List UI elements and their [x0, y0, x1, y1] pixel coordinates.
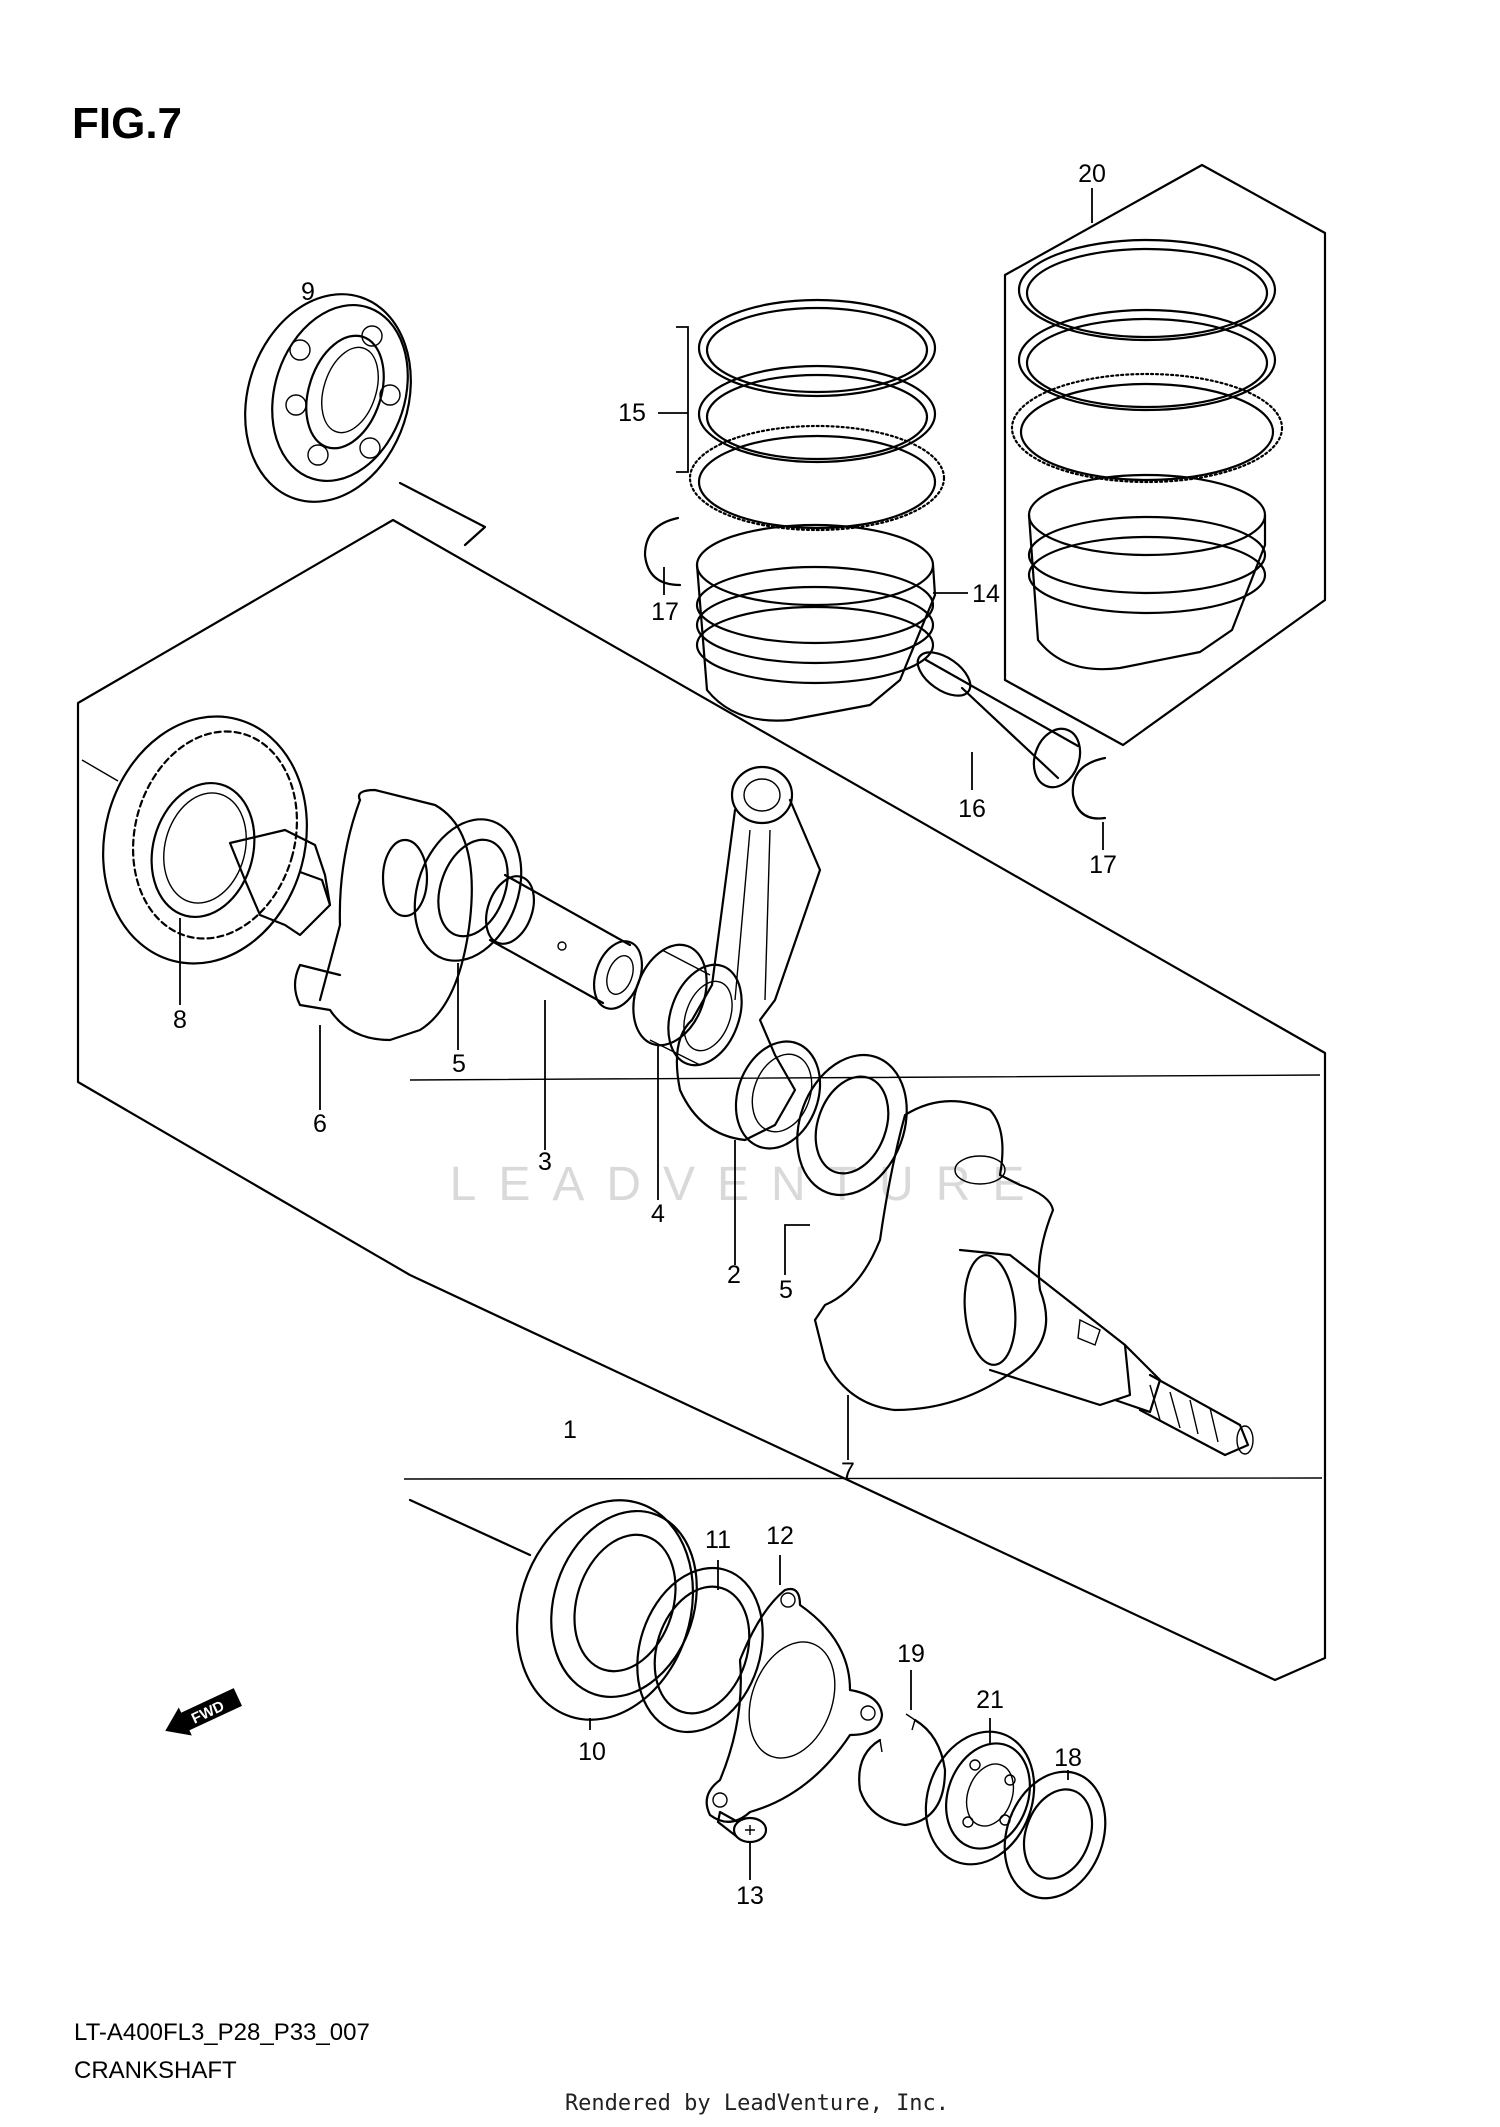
- crank-web-7: [813, 1100, 1254, 1460]
- callout-19: 19: [897, 1640, 925, 1668]
- callout-12: 12: [766, 1522, 794, 1550]
- callout-18: 18: [1054, 1744, 1082, 1772]
- piston-pin-16: [916, 651, 1082, 790]
- watermark: LEADVENTURE: [450, 1158, 1047, 1211]
- callout-10: 10: [578, 1738, 606, 1766]
- ball-bearing-9: [244, 293, 487, 547]
- callout-17-top: 17: [651, 598, 679, 626]
- thrust-washer-5-right: [784, 1053, 908, 1275]
- callout-14: 14: [972, 580, 1000, 608]
- piston-rings-15: [658, 298, 946, 532]
- callout-8: 8: [173, 1006, 187, 1034]
- oil-seal-11: [636, 1560, 764, 1734]
- rendered-by: Rendered by LeadVenture, Inc.: [565, 2091, 949, 2116]
- screw-13: [716, 1810, 768, 1880]
- crank-pin-3: [485, 873, 643, 1150]
- assembly-frame-inner: [77, 706, 1321, 1082]
- piston-set-20: [1010, 188, 1284, 671]
- crank-web-6: [228, 788, 473, 1110]
- callout-17-right: 17: [1089, 851, 1117, 879]
- seal-18: [1003, 1770, 1107, 1900]
- callouts: 1 2 3 4 5 5 6 7 8 9 10 11 12 13 14 15 16…: [173, 160, 1117, 1910]
- figure-title: FIG.7: [72, 99, 182, 148]
- callout-16: 16: [958, 795, 986, 823]
- callout-5-right: 5: [779, 1276, 793, 1304]
- connecting-rod-2: [675, 765, 822, 1265]
- callout-9: 9: [301, 278, 315, 306]
- callout-7: 7: [841, 1458, 855, 1486]
- callout-4: 4: [651, 1200, 665, 1228]
- piston-14: [695, 523, 968, 722]
- callout-6: 6: [313, 1110, 327, 1138]
- callout-3: 3: [538, 1148, 552, 1176]
- model-code: LT-A400FL3_P28_P33_007: [74, 2019, 370, 2046]
- needle-bearing-4: [632, 943, 743, 1200]
- callout-1-leader-box: [403, 1477, 1323, 1480]
- assembly-frame: [76, 518, 1327, 1682]
- circlip-19: [858, 1670, 947, 1827]
- circlip-17-right: [1071, 756, 1107, 850]
- circlip-17-top: [643, 516, 682, 595]
- callout-21: 21: [976, 1686, 1004, 1714]
- callout-1: 1: [563, 1416, 577, 1444]
- bearing-21: [924, 1718, 1036, 1866]
- callout-13: 13: [736, 1882, 764, 1910]
- callout-2: 2: [727, 1261, 741, 1289]
- bearing-10: [408, 1498, 698, 1730]
- gear-8: [102, 715, 308, 1005]
- callout-5-left: 5: [452, 1050, 466, 1078]
- callout-11: 11: [705, 1526, 731, 1554]
- callout-15: 15: [618, 399, 646, 427]
- retainer-plate-12: [705, 1555, 884, 1823]
- thrust-washer-5-left: [413, 818, 523, 1050]
- callout-20: 20: [1078, 160, 1106, 188]
- piston-set-frame: [1003, 163, 1327, 747]
- section-name: CRANKSHAFT: [74, 2057, 237, 2084]
- forward-arrow-icon: FWD: [165, 1688, 242, 1736]
